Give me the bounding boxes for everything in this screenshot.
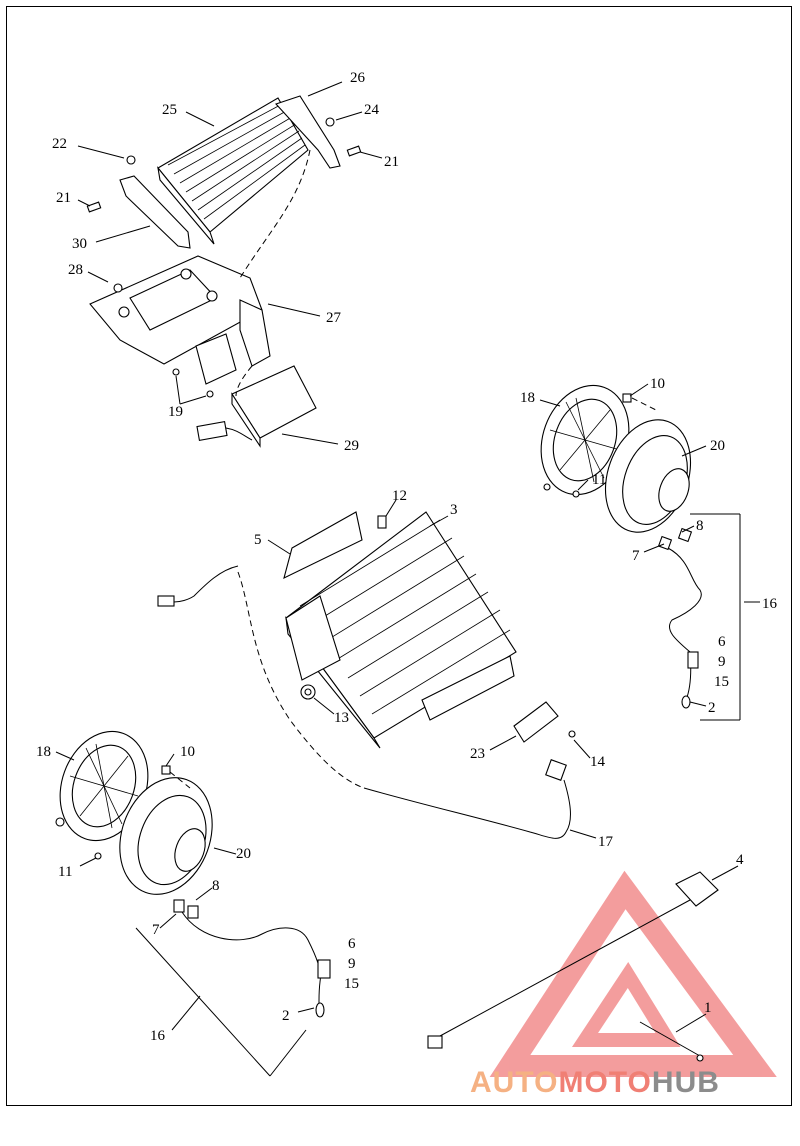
callout-28: 28 xyxy=(68,262,83,278)
callout-8-left: 8 xyxy=(212,878,220,894)
gps-leaders xyxy=(675,865,739,1033)
watermark-triangle xyxy=(489,870,777,1077)
callout-4: 4 xyxy=(736,852,744,868)
callout-11-right: 11 xyxy=(592,472,606,488)
right-speaker-assembly xyxy=(540,384,741,721)
watermark-logo: AUTOMOTOHUB xyxy=(470,1066,720,1100)
callout-10-right: 10 xyxy=(650,376,665,392)
head-unit-assembly xyxy=(157,511,576,839)
left-speaker-leaders xyxy=(55,751,315,1031)
right-speaker-leaders xyxy=(539,383,760,707)
callout-15-left: 15 xyxy=(344,976,359,992)
callout-26: 26 xyxy=(350,70,366,86)
callout-11-left: 11 xyxy=(58,864,72,880)
callout-23: 23 xyxy=(470,746,485,762)
callout-13: 13 xyxy=(334,710,349,726)
upper-leaders xyxy=(77,81,383,445)
callout-20-right: 20 xyxy=(710,438,725,454)
callout-15-right: 15 xyxy=(714,674,729,690)
callout-20-left: 20 xyxy=(236,846,251,862)
callout-8-right: 8 xyxy=(696,518,704,534)
watermark-text-hub: HUB xyxy=(651,1066,720,1099)
callout-7-right: 7 xyxy=(632,548,640,564)
callout-1: 1 xyxy=(704,1000,712,1016)
callout-21-top: 21 xyxy=(384,154,399,170)
callout-10-left: 10 xyxy=(180,744,195,760)
callout-19: 19 xyxy=(168,404,183,420)
callout-16-right: 16 xyxy=(762,596,778,612)
callout-2-left: 2 xyxy=(282,1008,290,1024)
callout-18-left: 18 xyxy=(36,744,51,760)
callout-labels: 26 25 24 22 21 21 30 28 27 19 29 10 18 2… xyxy=(36,70,778,1044)
gps-antenna-assembly xyxy=(427,871,719,1062)
left-speaker-assembly xyxy=(55,730,331,1077)
callout-14: 14 xyxy=(590,754,606,770)
callout-12: 12 xyxy=(392,488,407,504)
callout-30: 30 xyxy=(72,236,87,252)
amplifier-assembly xyxy=(86,95,362,448)
diagram-frame xyxy=(6,6,792,1106)
callout-5: 5 xyxy=(254,532,262,548)
callout-27: 27 xyxy=(326,310,342,326)
callout-29: 29 xyxy=(344,438,359,454)
callout-6-left: 6 xyxy=(348,936,356,952)
center-leaders xyxy=(267,499,597,839)
callout-7-left: 7 xyxy=(152,922,160,938)
callout-17: 17 xyxy=(598,834,614,850)
callout-9-left: 9 xyxy=(348,956,356,972)
callout-24: 24 xyxy=(364,102,380,118)
callout-2-right: 2 xyxy=(708,700,716,716)
callout-3: 3 xyxy=(450,502,458,518)
callout-6-right: 6 xyxy=(718,634,726,650)
callout-21-left: 21 xyxy=(56,190,71,206)
callout-25: 25 xyxy=(162,102,177,118)
callout-22: 22 xyxy=(52,136,67,152)
watermark-text-moto: MOTO xyxy=(558,1066,652,1099)
watermark-text-auto: AUTO xyxy=(470,1066,559,1099)
callout-18-right: 18 xyxy=(520,390,535,406)
callout-16-left: 16 xyxy=(150,1028,166,1044)
callout-9-right: 9 xyxy=(718,654,726,670)
